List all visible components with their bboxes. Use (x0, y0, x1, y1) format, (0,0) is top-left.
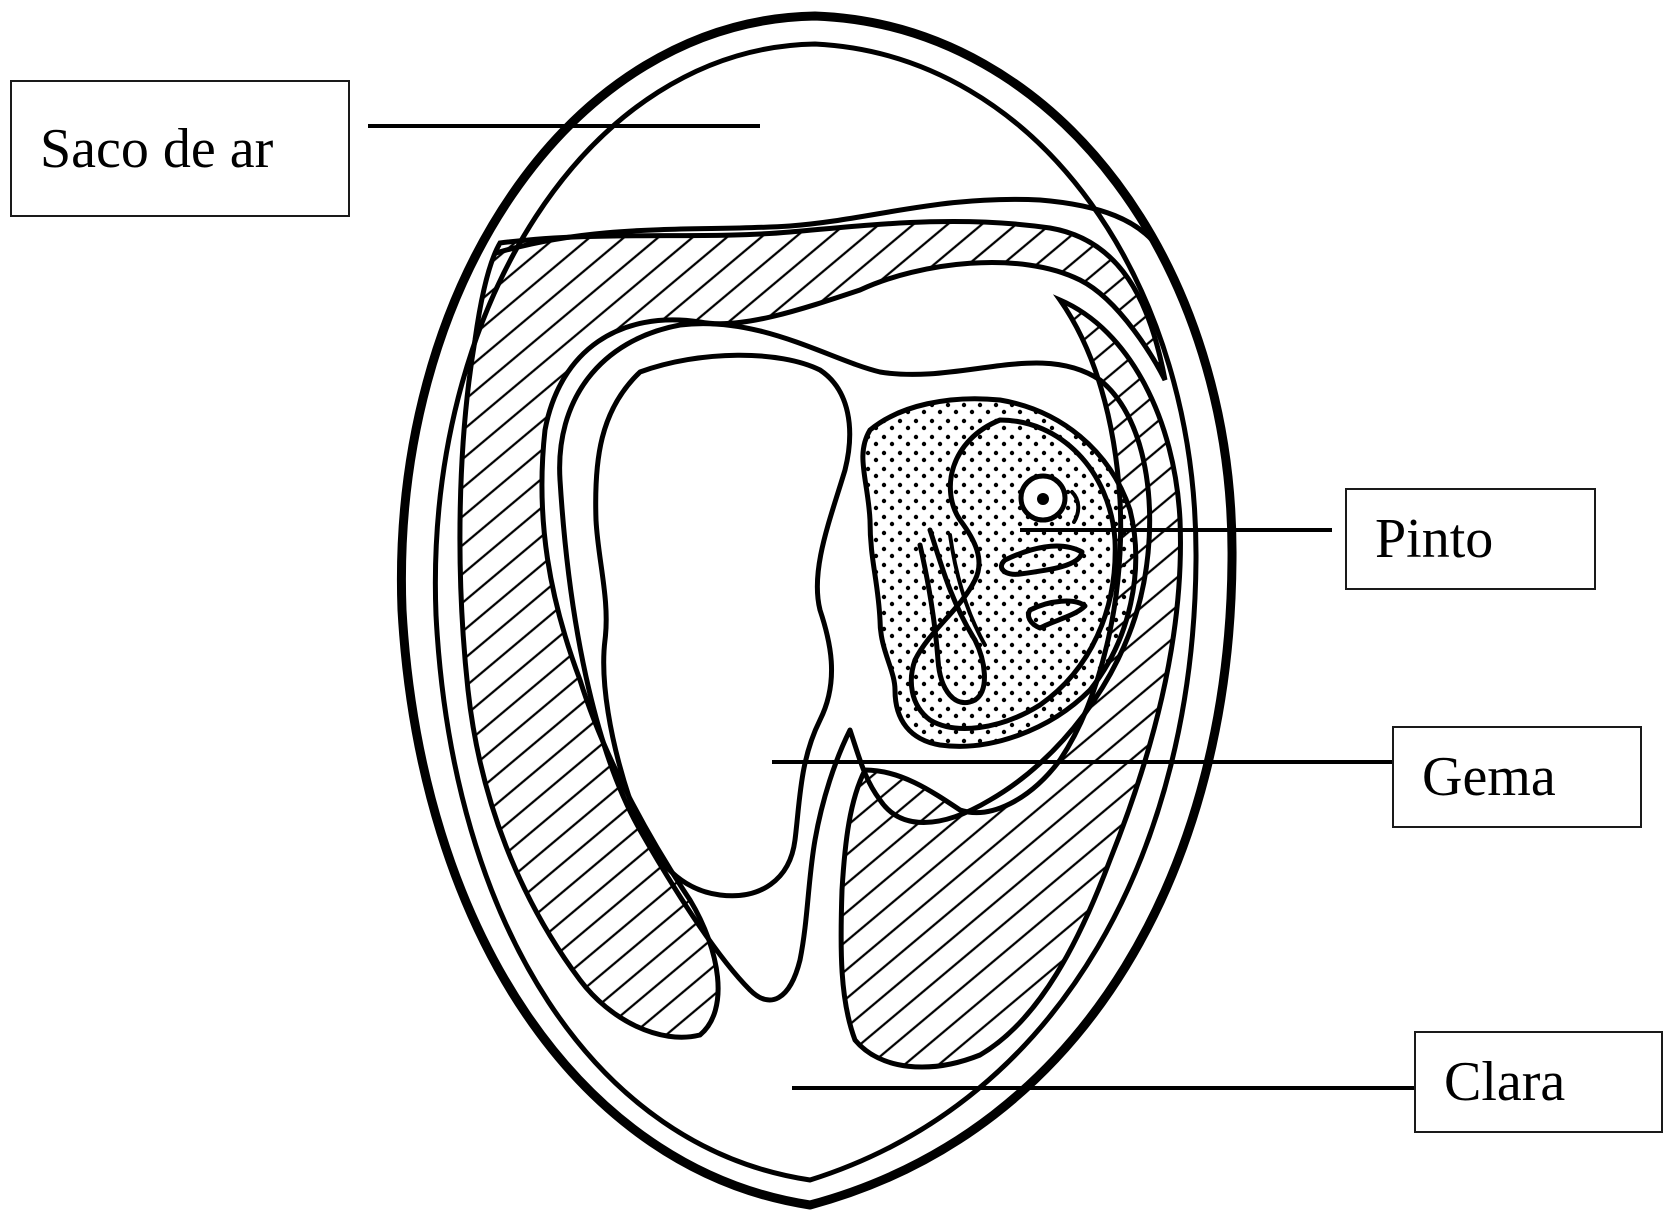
label-yolk-text: Gema (1422, 745, 1556, 809)
label-white-text: Clara (1444, 1050, 1565, 1114)
label-yolk: Gema (1392, 726, 1642, 828)
chick-pupil-icon (1037, 493, 1049, 505)
label-chick-text: Pinto (1375, 507, 1493, 571)
yolk-sac (596, 355, 850, 896)
label-white: Clara (1414, 1031, 1663, 1133)
label-air-sac: Saco de ar (10, 80, 350, 217)
label-chick: Pinto (1345, 488, 1596, 590)
label-air-sac-text: Saco de ar (40, 117, 273, 181)
